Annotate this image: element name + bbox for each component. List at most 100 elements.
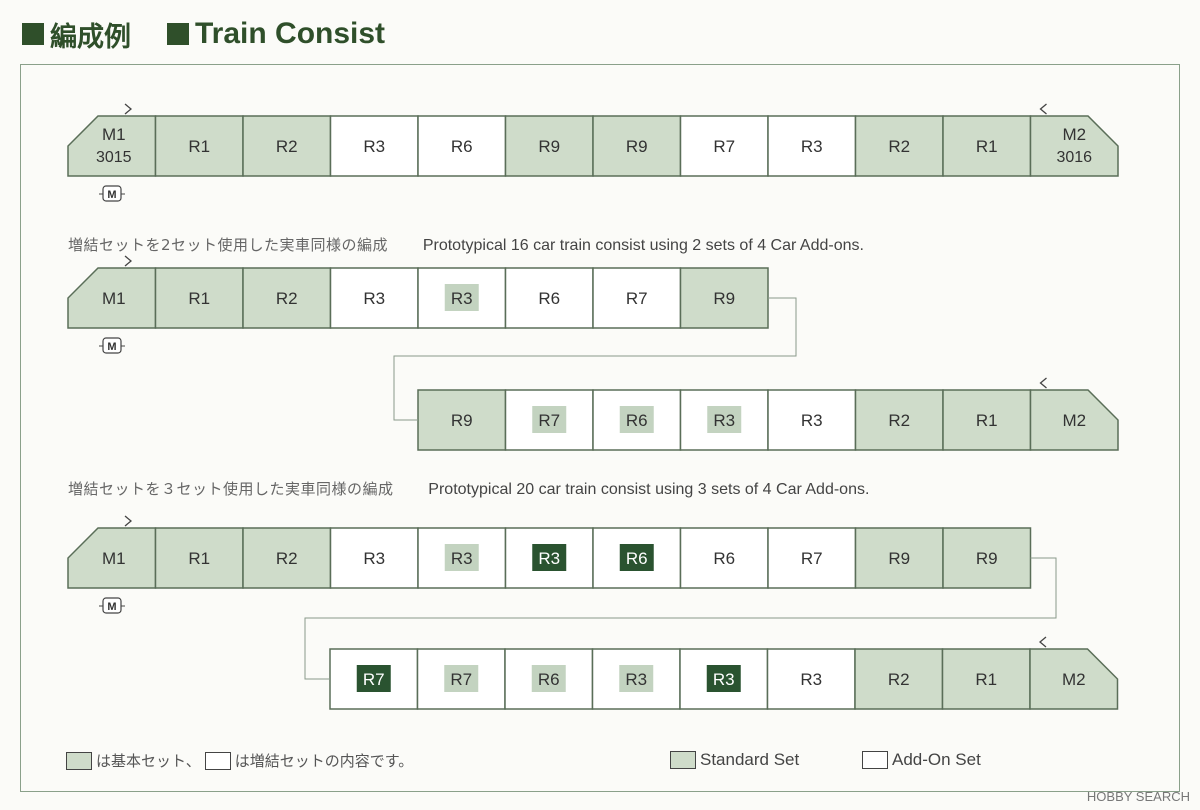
footnote-ja: は基本セット、 は増結セットの内容です。 [66,750,413,771]
consist-16-a-car-7 [592,267,682,329]
consist-20-a-car-3 [242,527,332,589]
consist-16-b-car-8-label: M2 [1062,411,1086,430]
consist-16-b-car-7-label: R1 [976,411,998,430]
heading-square-icon [22,23,44,45]
consist-16-a-car-1-direction-icon [124,255,133,267]
heading-en: Train Consist [195,17,386,50]
consist-12-car-3-label: R2 [276,137,298,156]
consist-16-a-car-2-label: R1 [188,289,210,308]
consist-20-b-car-1-label: R7 [363,670,385,689]
diagram-frame [20,64,1180,792]
consist-16-b-car-1-label: R9 [451,411,473,430]
consist-20-b-car-6 [766,648,856,710]
consist-20-b-car-6-label: R3 [800,670,822,689]
consist-16-b-car-2-tag [532,406,567,433]
consist-12-car-11-label: R1 [976,137,998,156]
consist-12-car-12-direction-icon [1039,103,1047,115]
consist-12-car-10-label: R2 [888,137,910,156]
footnote-standard-text: は基本セット、 [96,752,201,770]
consist-20-a-car-9-label: R7 [801,549,823,568]
legend-addon-swatch [862,751,888,769]
consist-20-a-car-1 [67,527,157,589]
consist-20-a-car-8 [679,527,769,589]
standard-set-swatch [66,751,92,770]
consist-12-car-11 [942,115,1032,177]
consist-12-car-12 [1029,115,1119,177]
consist-20-a-car-4 [329,527,419,589]
heading-square-icon [167,23,189,45]
consist-20-b-car-3-tag [531,665,566,692]
consist-16-b-car-7 [942,389,1032,451]
footnote-addon-text: は増結セットの内容です。 [234,752,414,770]
caption-20car: 増結セットを３セット使用した実車同様の編成 Prototypical 20 ca… [68,478,869,499]
consist-20-a-car-11 [942,527,1032,589]
legend-standard: Standard Set [670,750,799,770]
consist-12-car-12-sub: 3016 [1056,149,1092,166]
consist-16-a-car-1-label: M1 [102,289,126,308]
consist-16-b-car-8 [1029,389,1119,451]
consist-16-a-car-2 [154,267,244,329]
consist-16-a-car-1-motor-label: M [107,341,116,353]
consist-16-b-car-6-label: R2 [888,411,910,430]
consist-20-a-car-3-label: R2 [276,549,298,568]
consist-12-car-6-label: R9 [538,137,560,156]
consist-12-car-10 [854,115,944,177]
consist-12-car-2-label: R1 [188,137,210,156]
consist-16-b-car-6 [854,389,944,451]
consist-16-connector [393,297,797,421]
consist-12-car-1-direction-icon [124,103,133,115]
addon-set-swatch [204,751,231,770]
consist-20-b-car-7 [854,648,944,710]
consist-12-car-12-label: M2 [1062,125,1086,144]
consist-20-b-car-9-direction-icon [1038,636,1047,648]
consist-20-b-car-1-tag [356,665,391,692]
consist-20-a-car-2-label: R1 [188,549,210,568]
consist-20-connector [304,557,1057,680]
consist-16-b-car-3-label: R6 [626,411,648,430]
consist-20-a-car-1-motor-label: M [107,601,116,613]
consist-20-a-car-7-tag [619,544,654,571]
consist-20-a-car-11-label: R9 [976,549,998,568]
consist-20-b-car-4-label: R3 [625,670,647,689]
consist-20-a-car-7 [592,527,682,589]
consist-16-b-car-3-tag [619,406,654,433]
consist-12-car-1-sub: 3015 [96,149,132,166]
heading-ja: 編成例 [50,21,131,53]
caption-16car-en: Prototypical 16 car train consist using … [422,237,864,254]
consist-16-b-car-2-label: R7 [538,411,560,430]
consist-20-b-car-7-label: R2 [888,670,910,689]
consist-20-a-car-6-label: R3 [538,549,560,568]
consist-20-b-car-9 [1029,648,1119,710]
consist-12-car-7-label: R9 [626,137,648,156]
consist-16-a-car-8-label: R9 [713,289,735,308]
consist-12-car-9-label: R3 [801,137,823,156]
consist-16-a-car-4-label: R3 [363,289,385,308]
consist-12-car-7 [592,115,682,177]
consist-12-car-3 [242,115,332,177]
legend-addon-label: Add-On Set [892,750,981,769]
consist-20-a-car-6-tag [532,544,567,571]
consist-16-a-car-3-label: R2 [276,289,298,308]
consist-16-a-car-3 [242,267,332,329]
consist-12-car-1 [67,115,157,177]
legend-standard-label: Standard Set [700,750,800,769]
consist-20-a-car-10 [854,527,944,589]
consist-20-a-car-9 [767,527,857,589]
consist-12-car-1-label: M1 [102,125,126,144]
consist-16-a-car-7-label: R7 [626,289,648,308]
legend-standard-swatch [670,751,696,769]
consist-16-b-car-4-tag [707,406,742,433]
consist-16-b-car-5-label: R3 [801,411,823,430]
consist-20-a-car-2 [154,527,244,589]
consist-12-car-1-motor-label: M [107,189,116,201]
consist-20-b-car-3-label: R6 [538,670,560,689]
consist-16-a-car-5-tag [444,284,479,311]
consist-20-a-car-1-label: M1 [102,549,126,568]
consist-20-a-car-10-label: R9 [888,549,910,568]
caption-16car: 増結セットを2セット使用した実車同様の編成 Prototypical 16 ca… [68,234,864,255]
legend-addon: Add-On Set [862,750,981,770]
consist-16-b-car-4-label: R3 [713,411,735,430]
consist-16-b-car-8-direction-icon [1039,377,1047,389]
consist-12-car-6 [504,115,594,177]
